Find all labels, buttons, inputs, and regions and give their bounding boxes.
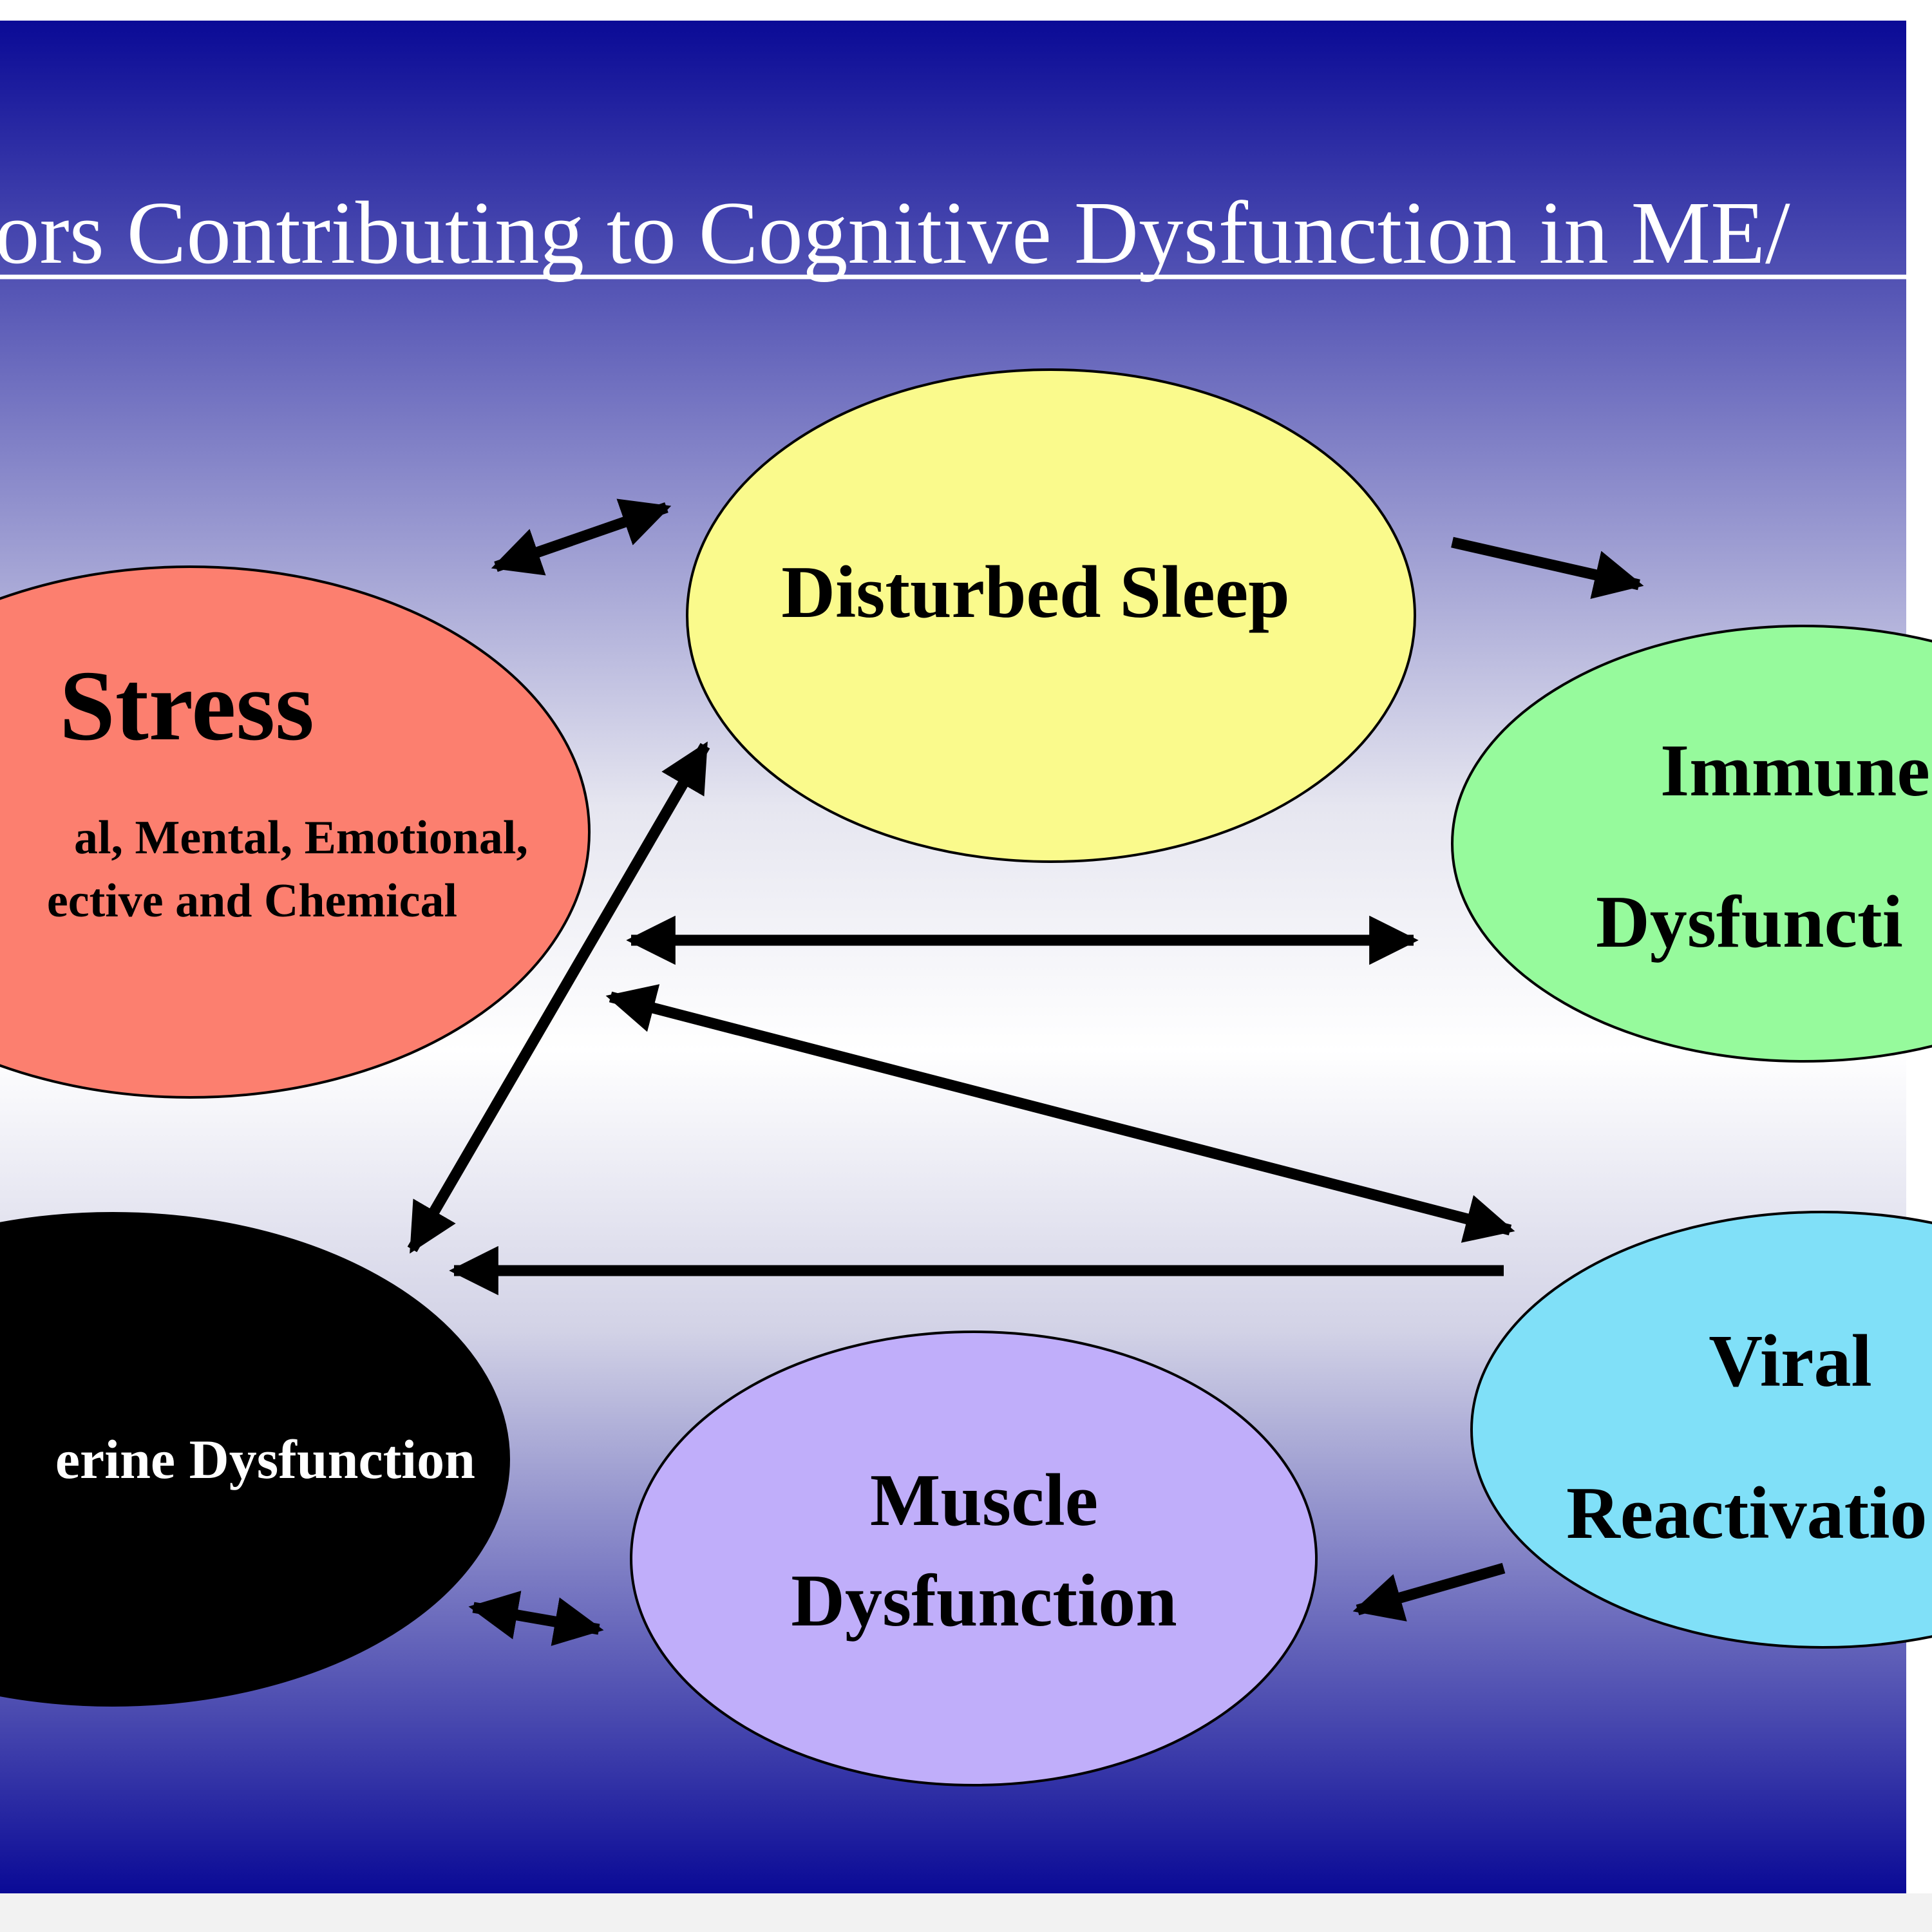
muscle-line-2: Dysfunction — [791, 1560, 1177, 1642]
viral-ellipse — [1470, 1211, 1932, 1649]
endocrine-ellipse — [0, 1212, 510, 1707]
immune-ellipse — [1451, 625, 1932, 1063]
immune-line-1: Immune — [1660, 730, 1930, 812]
arrow-stress-sleep — [491, 498, 672, 576]
stress-line-2: ective and Chemical — [47, 875, 457, 927]
arrows — [407, 498, 1644, 1646]
arrow-endocrine-muscle — [468, 1591, 604, 1646]
arrow-sleep-immune — [1451, 536, 1644, 600]
bottom-strip — [0, 1893, 1932, 1932]
arrow-stress-viral — [605, 984, 1515, 1243]
muscle-line-1: Muscle — [870, 1459, 1098, 1542]
endocrine-label: erine Dysfunction — [55, 1428, 475, 1490]
arrow-sleep-endocrine — [407, 741, 710, 1254]
immune-line-2: Dysfuncti — [1596, 881, 1903, 963]
stress-title: Stress — [59, 650, 314, 761]
stress-line-1: al, Mental, Emotional, — [74, 811, 528, 864]
diagram-title: ors Contributing to Cognitive Dysfunctio… — [0, 184, 1790, 283]
sleep-ellipse — [686, 368, 1416, 863]
arrow-viral-muscle — [1352, 1562, 1506, 1622]
sleep-label: Disturbed Sleep — [781, 551, 1290, 634]
muscle-ellipse — [630, 1331, 1318, 1786]
viral-line-1: Viral — [1709, 1320, 1871, 1403]
viral-line-2: Reactivatio — [1566, 1472, 1927, 1555]
